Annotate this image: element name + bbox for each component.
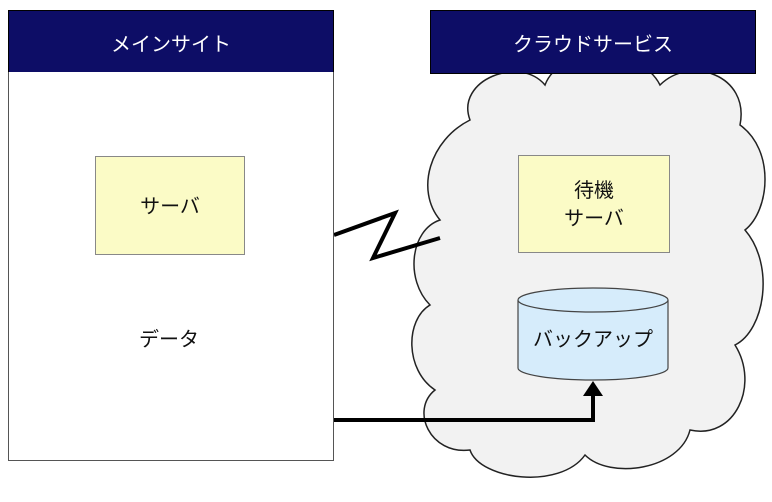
backup-label-area: バックアップ	[518, 310, 668, 365]
standby-server-box: 待機 サーバ	[518, 155, 670, 253]
main-site-panel	[8, 72, 334, 461]
arrow-head	[583, 381, 603, 396]
cloud-service-title: クラウドサービス	[513, 31, 673, 56]
standby-server-line1: 待機	[574, 178, 614, 202]
main-server-label: サーバ	[140, 193, 200, 218]
network-link-icon	[333, 209, 441, 262]
data-label-area: データ	[95, 310, 243, 365]
data-label: データ	[139, 327, 199, 351]
cloud-service-header: クラウドサービス	[430, 10, 756, 74]
main-site-title: メインサイト	[111, 31, 231, 56]
standby-server-line2: サーバ	[564, 206, 624, 230]
main-site-header: メインサイト	[8, 10, 334, 74]
main-server-box: サーバ	[95, 156, 245, 255]
backup-cylinder	[517, 287, 669, 381]
backup-label: バックアップ	[533, 327, 653, 351]
cloud-shape	[411, 54, 766, 478]
